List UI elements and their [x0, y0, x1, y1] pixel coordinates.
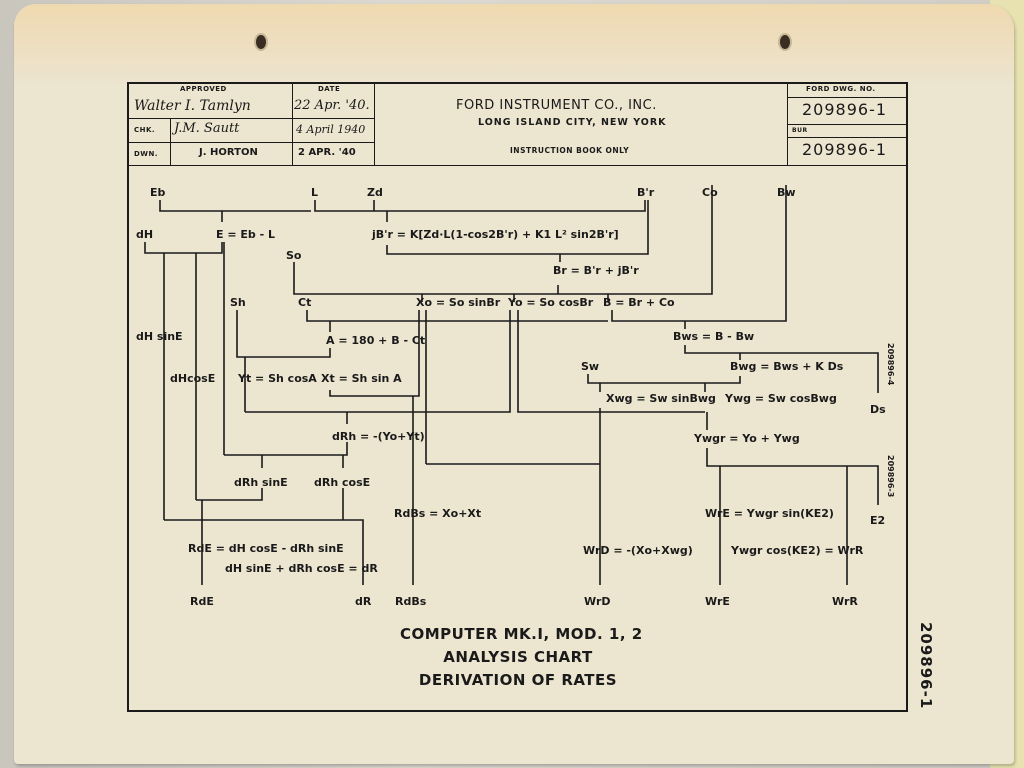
eq-drh: dRh = -(Yo+Yt) [332, 430, 425, 443]
input-ct: Ct [298, 296, 312, 309]
drawing-frame [127, 82, 908, 712]
output-dr: dR [355, 595, 372, 608]
line-e2 [706, 448, 879, 505]
eq-b: B = Br + Co [603, 296, 675, 309]
output-wrd: WrD [584, 595, 611, 608]
line-ds [684, 345, 879, 393]
eq-e: E = Eb - L [216, 228, 276, 241]
line-so-co [293, 185, 713, 295]
eq-dh-sine: dH sinE [136, 330, 183, 343]
eq-xwg: Xwg = Sw sinBwg [606, 392, 716, 405]
line-sh-a [236, 310, 331, 358]
dwn-label: DWN. [134, 150, 159, 158]
line-sine-combine [196, 488, 263, 501]
instruction-note: INSTRUCTION BOOK ONLY [510, 146, 630, 155]
chk-label: CHK. [134, 126, 156, 134]
bur-label: BUR [792, 127, 808, 134]
eq-yt: Yt = Sh cosA [238, 372, 317, 385]
input-dh: dH [136, 228, 154, 241]
dwg-no-label: FORD DWG. NO. [806, 85, 876, 93]
eq-drh-cose: dRh cosE [314, 476, 371, 489]
eq-dr: dH sinE + dRh cosE = dR [225, 562, 378, 575]
line-xo-xt [329, 310, 420, 397]
output-rdbs: RdBs [395, 595, 427, 608]
eq-dh-cose: dHcosE [170, 372, 216, 385]
row-divider [787, 124, 908, 126]
line-l-bus [314, 200, 646, 212]
eq-rdbs: RdBs = Xo+Xt [394, 507, 482, 520]
line-jbr-out [386, 200, 649, 255]
line-ct [306, 310, 608, 322]
line-drh-e [224, 442, 348, 456]
input-eb: Eb [150, 186, 166, 199]
input-ds: Ds [870, 403, 886, 416]
input-sh: Sh [230, 296, 246, 309]
bur-number: 209896-1 [802, 140, 888, 159]
input-so: So [286, 249, 302, 262]
line-bw [611, 185, 787, 322]
line-sw-bwg [587, 374, 741, 384]
eq-wre: WrE = Ywgr sin(KE2) [705, 507, 834, 520]
eq-xt: Xt = Sh sin A [321, 372, 402, 385]
line-yo-yt [245, 310, 511, 413]
checked-signature: J.M. Sautt [174, 121, 240, 136]
eq-bws: Bws = B - Bw [673, 330, 755, 343]
input-sw: Sw [581, 360, 600, 373]
eq-yo: Yo = So cosBr [508, 296, 594, 309]
output-wre: WrE [705, 595, 730, 608]
approved-label: APPROVED [180, 85, 227, 93]
date-label: DATE [318, 85, 341, 93]
chart-title-line1: COMPUTER MK.I, MOD. 1, 2 [400, 625, 643, 643]
row-divider [787, 97, 908, 99]
input-b-prime-r: B'r [637, 186, 655, 199]
drawn-date: 2 APR. '40 [298, 147, 356, 158]
approved-date: 22 Apr. '40. [294, 98, 370, 113]
input-co: Co [702, 186, 718, 199]
punch-hole-left [254, 33, 268, 51]
input-zd: Zd [367, 186, 383, 199]
ref-e2-drawing: 209896-3 [886, 455, 895, 498]
eq-xo: Xo = So sinBr [416, 296, 501, 309]
eq-drh-sine: dRh sinE [234, 476, 288, 489]
row-divider [787, 137, 908, 139]
output-wrr: WrR [832, 595, 858, 608]
eq-a: A = 180 + B - Ct [326, 334, 426, 347]
eq-ywg: Ywg = Sw cosBwg [725, 392, 837, 405]
punch-hole-right [778, 33, 792, 51]
eq-wrr: Ywgr cos(KE2) = WrR [731, 544, 864, 557]
line-yo-ywg [517, 310, 705, 413]
approved-signature: Walter I. Tamlyn [134, 98, 251, 114]
output-rde: RdE [190, 595, 214, 608]
eq-wrd: WrD = -(Xo+Xwg) [583, 544, 693, 557]
margin-drawing-number: 209896-1 [917, 622, 935, 710]
eq-br: Br = B'r + jB'r [553, 264, 639, 277]
checked-date: 4 April 1940 [296, 123, 366, 136]
chart-title-line3: DERIVATION OF RATES [418, 671, 618, 689]
row-divider [127, 118, 375, 120]
ref-ds-drawing: 209896-4 [886, 343, 895, 386]
line-dh-e [144, 242, 223, 254]
sheet-top-shading [14, 4, 1014, 84]
line-eb [159, 200, 311, 212]
input-bw: Bw [777, 186, 796, 199]
line-cose-combine [164, 519, 364, 585]
eq-jbr: jB'r = K[Zd·L(1-cos2B'r) + K1 L² sin2B'r… [372, 228, 619, 241]
input-e2: E2 [870, 514, 886, 527]
eq-ywgr: Ywgr = Yo + Ywg [694, 432, 800, 445]
company-location: LONG ISLAND CITY, NEW YORK [478, 117, 667, 128]
drawn-by: J. HORTON [199, 147, 258, 158]
row-divider [127, 142, 375, 144]
input-l: L [311, 186, 319, 199]
col-divider [170, 118, 172, 166]
eq-bwg: Bwg = Bws + K Ds [730, 360, 844, 373]
dwg-number: 209896-1 [802, 100, 888, 119]
company-name: FORD INSTRUMENT CO., INC. [456, 98, 657, 113]
eq-rde: RdE = dH cosE - dRh sinE [188, 542, 344, 555]
chart-title-line2: ANALYSIS CHART [443, 648, 593, 666]
drawing-sheet [14, 4, 1014, 764]
